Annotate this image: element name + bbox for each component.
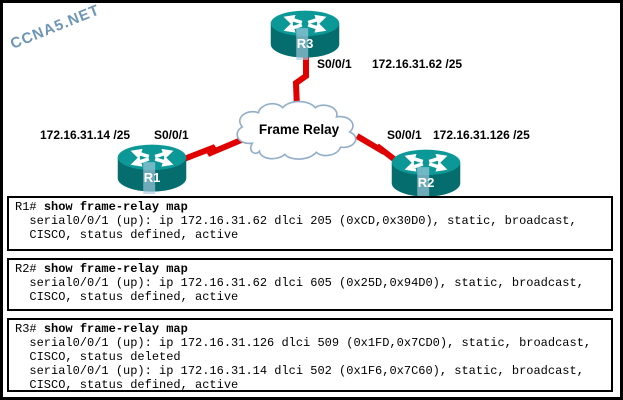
cli-prompt-line: R2# show frame-relay map	[15, 262, 609, 276]
serial-link-r2-cloud	[355, 133, 405, 169]
router-r3-label: R3	[296, 36, 314, 51]
cli-prompt: R2#	[15, 262, 44, 276]
r3-console-output: R3# show frame-relay map serial0/0/1 (up…	[7, 318, 613, 392]
cli-prompt-line: R3# show frame-relay map	[15, 322, 609, 336]
cli-output-line: serial0/0/1 (up): ip 172.16.31.62 dlci 2…	[15, 214, 577, 228]
cli-output-line: CISCO, status defined, active	[15, 290, 239, 304]
frame-relay-cloud: Frame Relay	[228, 98, 370, 164]
router-r1-label: R1	[143, 170, 161, 185]
router-icon	[117, 144, 187, 194]
cli-output-line: CISCO, status deleted	[15, 350, 181, 364]
cli-prompt: R1#	[15, 200, 44, 214]
cloud-label: Frame Relay	[258, 122, 340, 137]
router-r3: R3	[269, 9, 341, 60]
router-r2: R2	[390, 148, 462, 199]
r1-console-output: R1# show frame-relay map serial0/0/1 (up…	[7, 196, 613, 251]
serial-links-layer	[182, 51, 405, 169]
router-r1: R1	[116, 143, 188, 194]
cli-output-line: serial0/0/1 (up): ip 172.16.31.14 dlci 5…	[15, 364, 584, 378]
cli-output-line: CISCO, status defined, active	[15, 378, 239, 392]
cli-prompt-line: R1# show frame-relay map	[15, 200, 609, 214]
r3-interface-label: S0/0/1	[317, 57, 352, 71]
cloud-shape	[236, 100, 357, 160]
r1-interface-label: S0/0/1	[154, 128, 189, 142]
cli-prompt: R3#	[15, 322, 44, 336]
cli-command: show frame-relay map	[43, 200, 188, 214]
serial-link-r3-cloud	[292, 51, 309, 110]
cli-output-line: serial0/0/1 (up): ip 172.16.31.126 dlci …	[15, 336, 592, 350]
r2-interface-label: S0/0/1	[387, 128, 422, 142]
cli-command: show frame-relay map	[43, 262, 188, 276]
cli-command: show frame-relay map	[43, 322, 188, 336]
r2-ip-label: 172.16.31.126 /25	[433, 128, 530, 142]
router-r2-label: R2	[417, 175, 435, 190]
cli-output-line: serial0/0/1 (up): ip 172.16.31.62 dlci 6…	[15, 276, 584, 290]
r2-console-output: R2# show frame-relay map serial0/0/1 (up…	[7, 258, 613, 311]
r3-ip-label: 172.16.31.62 /25	[372, 57, 463, 71]
router-icon	[270, 10, 340, 60]
cli-output-line: CISCO, status defined, active	[15, 228, 239, 242]
serial-link-r1-cloud	[182, 135, 248, 162]
r1-ip-label: 172.16.31.14 /25	[40, 128, 131, 142]
router-icon	[391, 149, 461, 199]
